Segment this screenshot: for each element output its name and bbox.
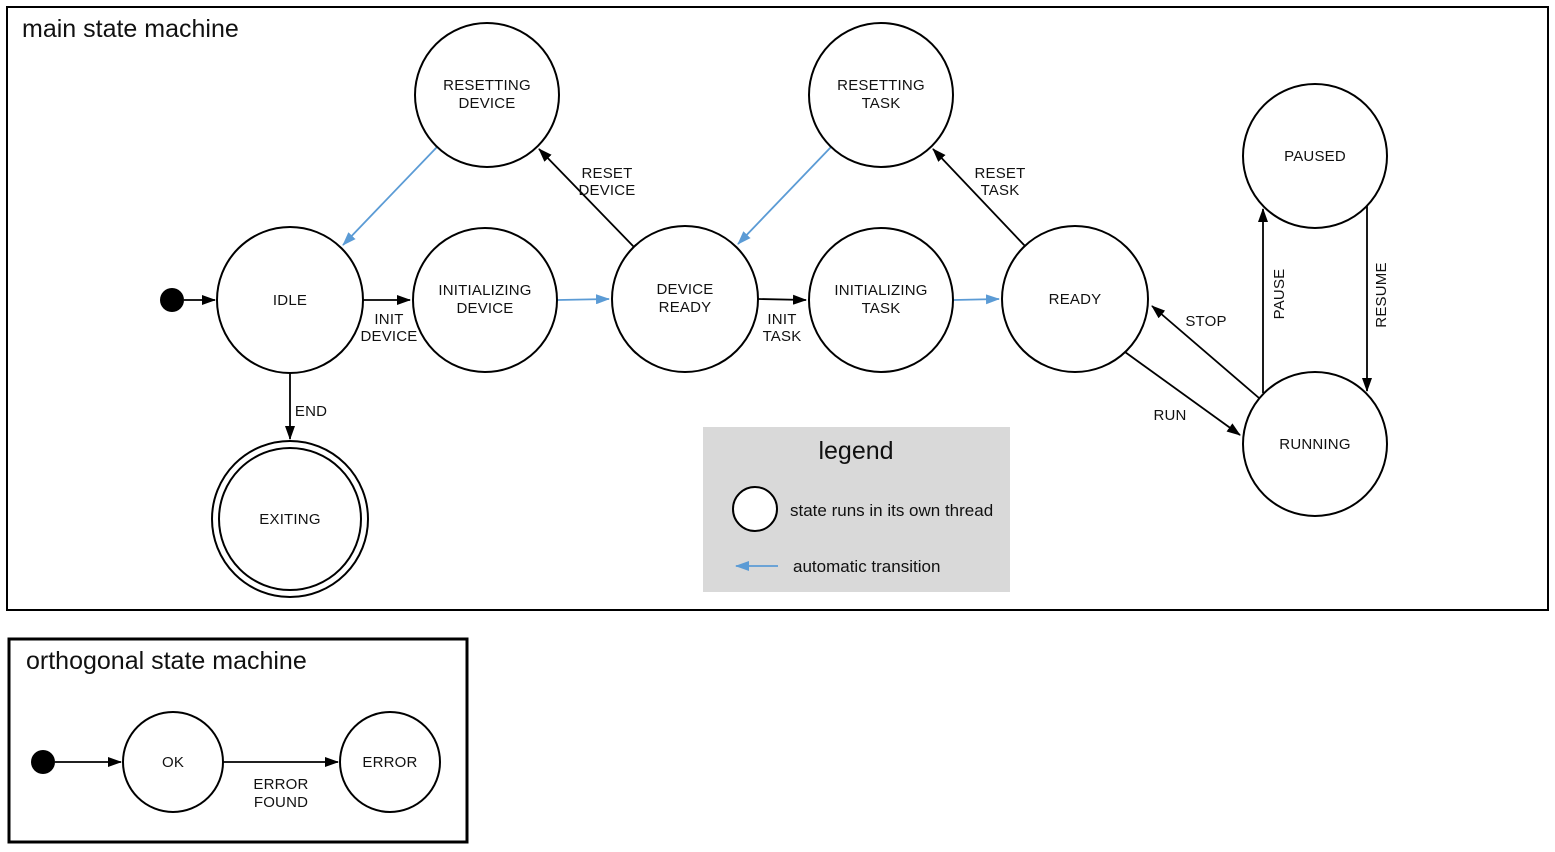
state-running-circle [1242,371,1388,517]
state-paused-label: PAUSED [1284,148,1346,165]
transition-ready-to-running [1124,351,1241,436]
state-idle-label: IDLE [273,292,307,309]
state-resetting-task-circle [808,22,954,168]
orthogonal-title: orthogonal state machine [26,647,307,675]
state-exiting-label: EXITING [259,511,320,528]
state-exiting-final: EXITING [211,440,369,598]
initial-state-dot [160,288,184,312]
state-device-ready-label-line2: READY [659,299,712,316]
transition-device-ready-to-initializing-task [757,294,807,305]
state-device-ready: DEVICE READY [611,225,759,373]
state-exiting-circle [218,447,362,591]
transition-label-error-found-line2: FOUND [254,794,308,811]
state-paused-circle [1242,83,1388,229]
transition-label-init-device-line1: INIT [374,311,403,328]
state-initializing-task: INITIALIZING TASK [808,227,954,373]
state-ok: OK [122,711,224,813]
transition-ready-to-resetting-task [932,148,1026,247]
legend-title: legend [818,437,893,465]
state-error: ERROR [339,711,441,813]
transition-running-to-ready [1151,305,1260,399]
state-initializing-task-circle [808,227,954,373]
legend-thread-state-label: state runs in its own thread [790,501,993,520]
state-device-ready-label-line1: DEVICE [656,281,713,298]
transition-label-reset-task-line1: RESET [974,165,1025,182]
state-initializing-task-label-line1: INITIALIZING [834,282,927,299]
state-ok-label: OK [162,754,184,771]
state-resetting-device-label-line2: DEVICE [458,95,515,112]
orthogonal-frame [7,637,469,844]
auto-transition-resetting-task-to-device-ready [737,146,832,245]
state-error-label: ERROR [362,754,417,771]
state-ready: READY [1001,225,1149,373]
state-resetting-task-label-line2: TASK [862,95,901,112]
main-title: main state machine [22,15,239,43]
legend-thread-state-icon [732,486,778,532]
main-state-machine: main state machine INIT DEVICE RESET DEV… [6,6,1549,611]
state-ready-label: READY [1049,291,1102,308]
state-resetting-device: RESETTING DEVICE [414,22,560,168]
state-initializing-device: INITIALIZING DEVICE [412,227,558,373]
legend-auto-transition-label: automatic transition [793,557,940,576]
transition-label-stop: STOP [1185,313,1226,330]
state-ok-circle [122,711,224,813]
state-idle: IDLE [216,226,364,374]
transition-label-init-task-line2: TASK [763,328,802,345]
state-resetting-task: RESETTING TASK [808,22,954,168]
transition-label-reset-device-line1: RESET [581,165,632,182]
main-frame [6,6,1549,611]
state-resetting-device-circle [414,22,560,168]
transition-label-init-device-line2: DEVICE [360,328,417,345]
state-running: RUNNING [1242,371,1388,517]
transition-device-ready-to-resetting-device [538,148,635,248]
state-resetting-device-label-line1: RESETTING [443,77,531,94]
auto-transition-initializing-task-to-ready [953,294,1000,305]
orthogonal-initial-state-dot [31,750,55,774]
state-initializing-device-label-line1: INITIALIZING [438,282,531,299]
transition-label-pause: PAUSE [1271,269,1288,320]
auto-transition-resetting-device-to-idle [342,146,438,246]
transition-label-run: RUN [1153,407,1186,424]
state-initializing-task-label-line2: TASK [862,300,901,317]
state-resetting-task-label-line1: RESETTING [837,77,925,94]
state-error-circle [339,711,441,813]
orthogonal-state-machine: orthogonal state machine ERROR FOUND OK … [7,637,469,844]
transition-label-init-task-line1: INIT [767,311,796,328]
state-device-ready-circle [611,225,759,373]
state-initializing-device-circle [412,227,558,373]
state-idle-circle [216,226,364,374]
transition-label-resume: RESUME [1373,262,1390,327]
legend: legend state runs in its own thread auto… [703,427,1010,592]
transition-label-reset-task-line2: TASK [981,182,1020,199]
transition-label-end: END [295,403,327,420]
state-running-label: RUNNING [1279,436,1350,453]
state-ready-circle [1001,225,1149,373]
state-paused: PAUSED [1242,83,1388,229]
transition-label-error-found-line1: ERROR [253,776,308,793]
transition-label-reset-device-line2: DEVICE [578,182,635,199]
auto-transition-initializing-device-to-device-ready [557,294,610,305]
state-initializing-device-label-line2: DEVICE [456,300,513,317]
